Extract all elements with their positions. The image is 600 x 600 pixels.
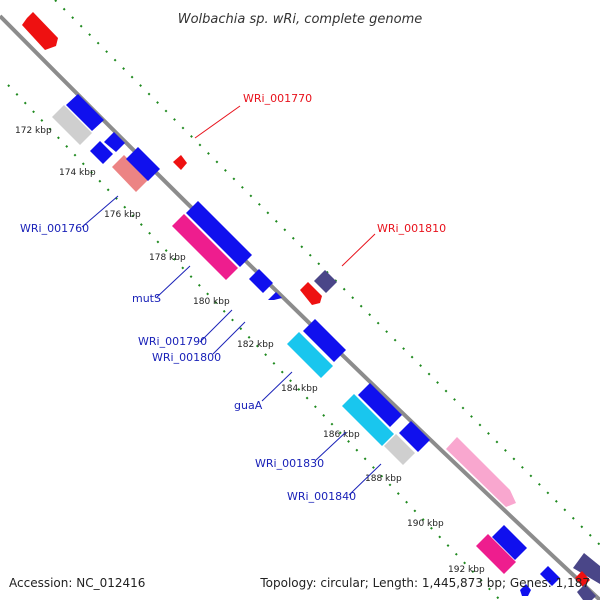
gene-reverse-blue-8: [399, 421, 430, 452]
gene-guaA: [287, 332, 333, 378]
gene-wri-001840: [384, 434, 415, 465]
gene-forward-pink: [446, 437, 516, 507]
gene-label-wri-001800[interactable]: WRi_001800: [152, 351, 221, 364]
ruler-label: 192 kbp: [448, 565, 485, 575]
gene-label-mutS[interactable]: mutS: [132, 292, 161, 305]
ruler-label: 178 kbp: [149, 253, 186, 263]
gene-reverse-blue-11: [540, 566, 560, 586]
callout-line: [194, 105, 241, 139]
gene-forward-navy-2: [573, 553, 600, 584]
gene-label-guaA[interactable]: guaA: [234, 399, 263, 412]
reverse-strand-genes: [52, 94, 531, 596]
ruler-label: 186 kbp: [323, 430, 360, 440]
gene-reverse-blue-5: [186, 201, 252, 267]
gene-wri-001830: [342, 394, 394, 446]
gene-forward-red-2: [575, 571, 590, 587]
ruler-label: 180 kbp: [193, 297, 230, 307]
forward-gene-labels: WRi_001770 WRi_001810: [194, 92, 446, 267]
gene-reverse-blue-4: [126, 147, 160, 181]
gene-label-wri-001830[interactable]: WRi_001830: [255, 457, 324, 470]
gene-reverse-gray: [52, 105, 92, 145]
gene-reverse-blue-3: [90, 141, 113, 164]
callout-line: [261, 371, 293, 402]
gene-label-wri-001760[interactable]: WRi_001760: [20, 222, 89, 235]
callout-line: [212, 321, 246, 355]
ruler-label: 182 kbp: [237, 340, 274, 350]
gene-reverse-blue-10: [520, 584, 531, 596]
gene-reverse-blue-2: [104, 132, 125, 152]
callout-line: [348, 463, 382, 496]
ruler-label: 176 kbp: [104, 210, 141, 220]
accession-text: Accession: NC_012416: [9, 576, 145, 590]
ruler-label: 174 kbp: [59, 168, 96, 178]
gene-label-wri-001810[interactable]: WRi_001810: [377, 222, 446, 235]
map-title: Wolbachia sp. wRi, complete genome: [178, 12, 423, 27]
ruler-label: 190 kbp: [407, 519, 444, 529]
callout-line: [341, 233, 376, 267]
gene-wri-001790: [249, 269, 273, 293]
gene-wri-001800: [268, 292, 282, 300]
topology-text: Topology: circular; Length: 1,445,873 bp…: [259, 576, 590, 590]
gene-label-wri-001770[interactable]: WRi_001770: [243, 92, 312, 105]
ruler-label: 172 kbp: [15, 126, 52, 136]
gene-forward-navy-3: [577, 584, 596, 600]
gene-reverse-magenta: [476, 534, 516, 574]
gene-forward-navy: [314, 270, 337, 293]
gene-label-wri-001790[interactable]: WRi_001790: [138, 335, 207, 348]
gene-forward-red: [22, 12, 58, 50]
kbp-ruler: 172 kbp 174 kbp 176 kbp 178 kbp 180 kbp …: [15, 126, 485, 575]
reverse-gene-labels: WRi_001760 mutS WRi_001790 WRi_001800 gu…: [20, 195, 382, 503]
gene-label-wri-001840[interactable]: WRi_001840: [287, 490, 356, 503]
gene-wri-001810: [300, 282, 322, 305]
callout-line: [156, 265, 191, 298]
gene-reverse-blue-6: [303, 319, 346, 362]
gene-wri-001760: [112, 155, 148, 192]
callout-line: [81, 195, 119, 228]
ruler-label: 188 kbp: [365, 474, 402, 484]
callout-line: [315, 431, 347, 461]
gene-reverse-blue-7: [358, 383, 402, 427]
gene-reverse-blue: [66, 94, 104, 131]
forward-strand-genes: [22, 12, 600, 600]
callout-line: [199, 309, 233, 343]
gene-wri-001770: [173, 155, 187, 170]
ruler-label: 184 kbp: [281, 384, 318, 394]
gene-reverse-blue-9: [492, 525, 527, 560]
gene-mutS: [172, 214, 238, 280]
